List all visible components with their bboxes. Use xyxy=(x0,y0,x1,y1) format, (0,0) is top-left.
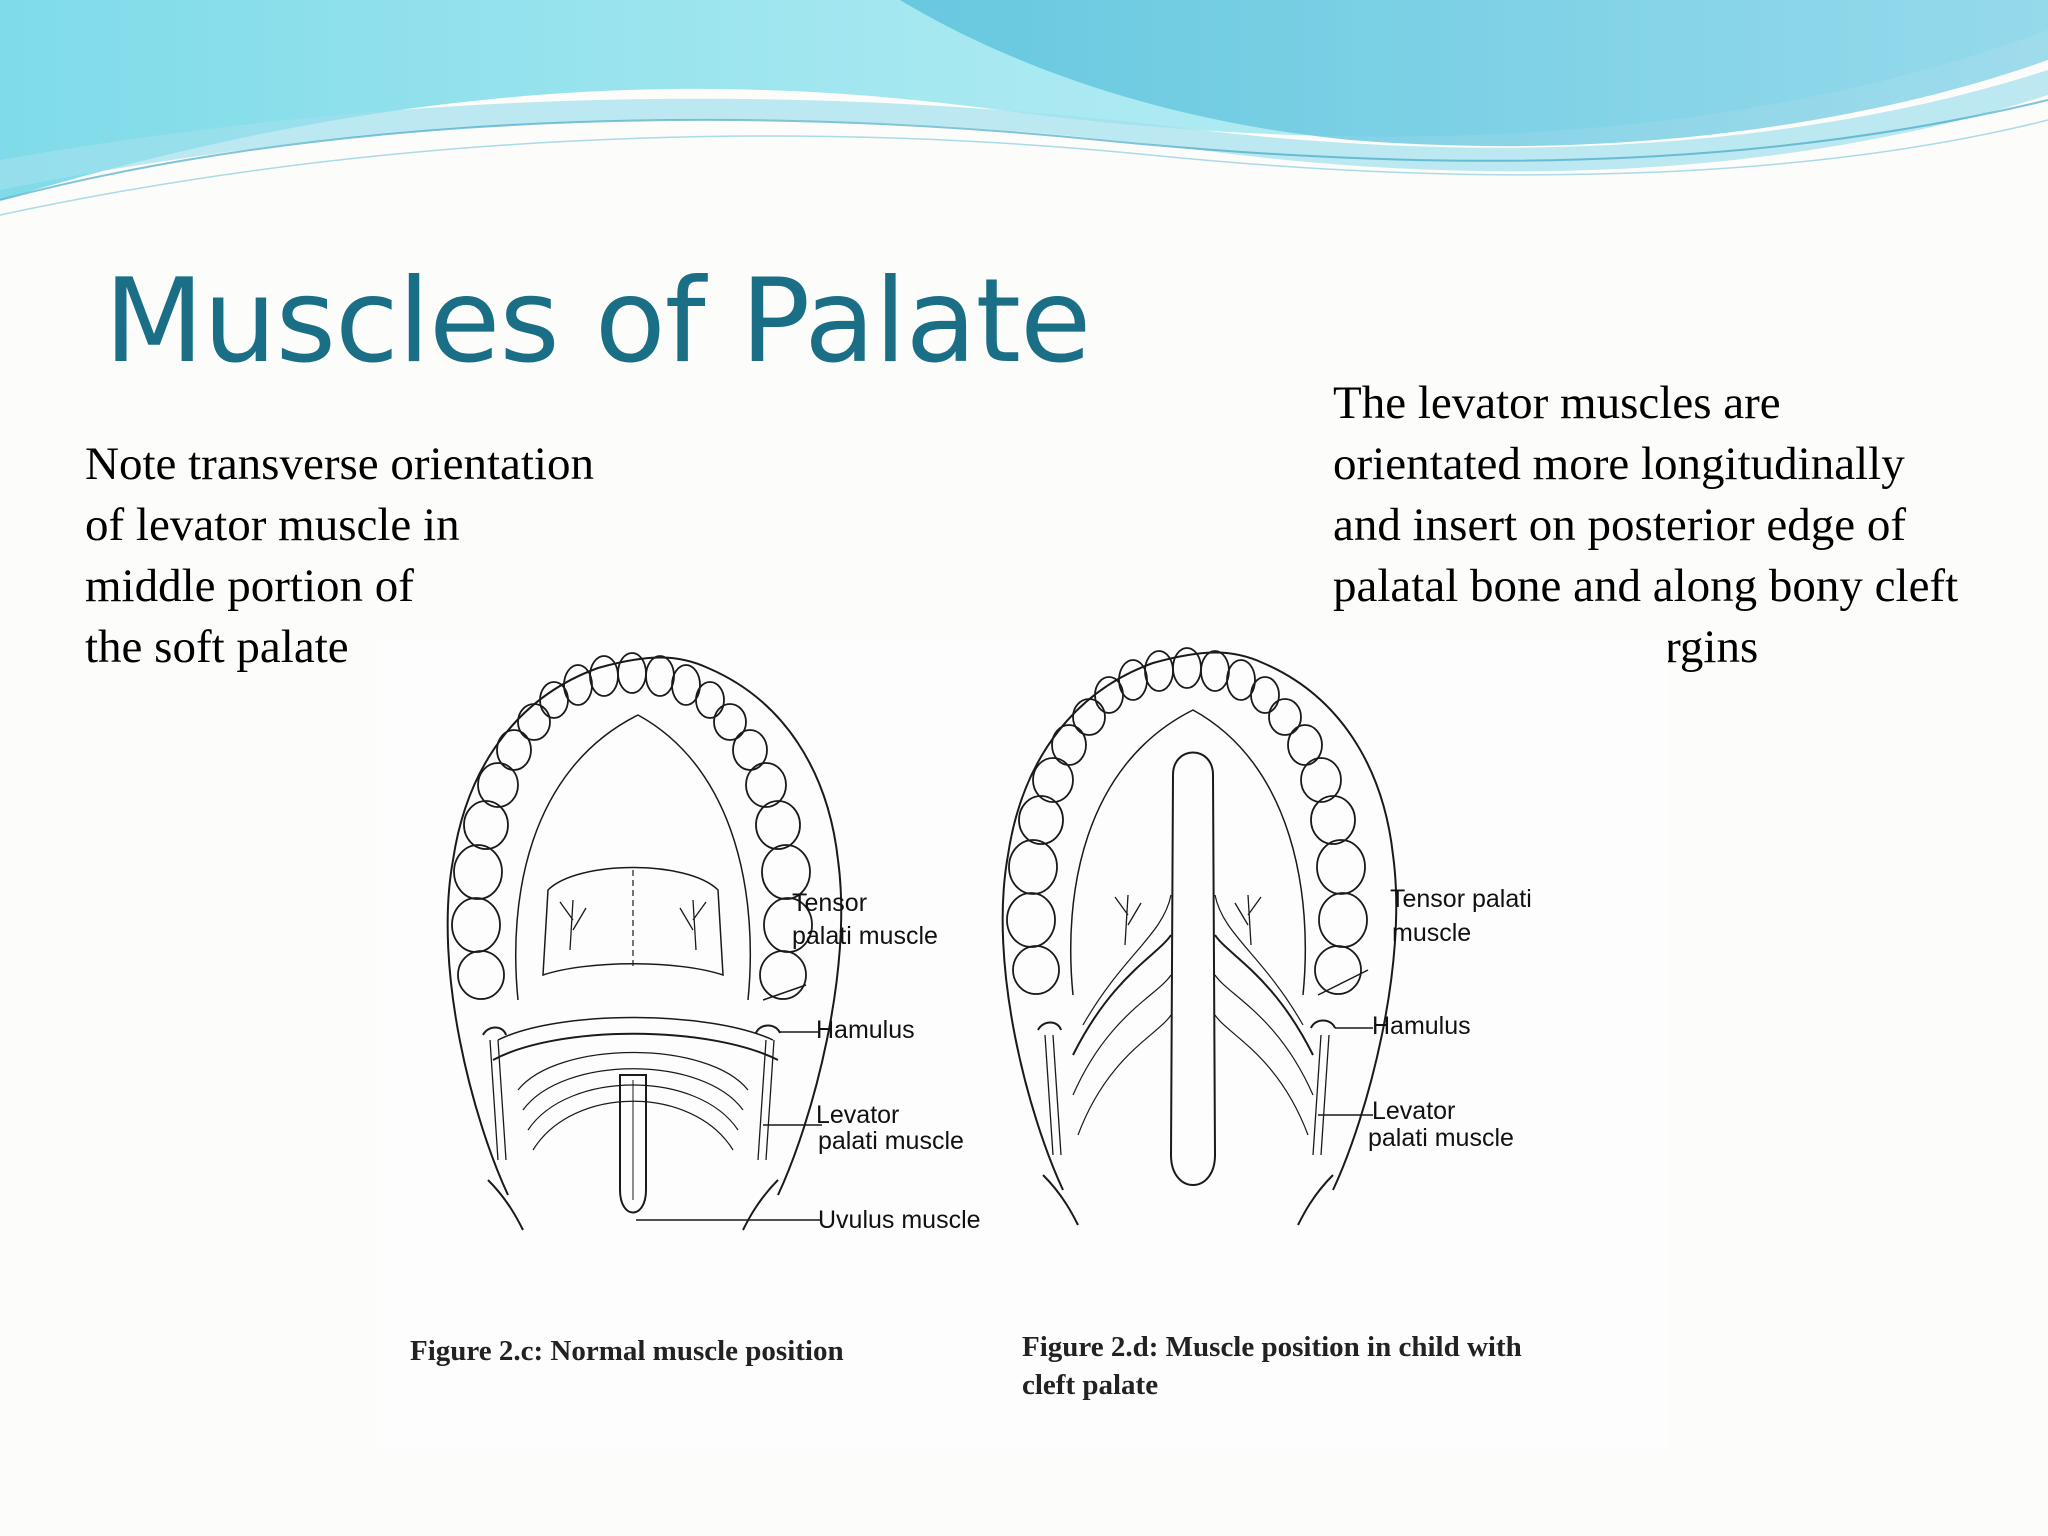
note-right-line: and insert on posterior edge of xyxy=(1333,499,1906,551)
note-right-line: orientated more longitudinally xyxy=(1333,438,1905,490)
figure-c-drawing xyxy=(446,652,843,1231)
palate-illustration xyxy=(446,647,1398,1231)
label-levator-c-2: palati muscle xyxy=(818,1127,964,1155)
label-tensor-d-2: muscle xyxy=(1392,919,1472,947)
label-levator-c: Levator xyxy=(816,1101,900,1129)
label-levator-d-2: palati muscle xyxy=(1368,1124,1514,1152)
slide-title: Muscles of Palate xyxy=(104,254,1091,389)
figure-d-drawing xyxy=(1001,647,1398,1226)
caption-figure-d: Figure 2.d: Muscle position in child wit… xyxy=(1022,1328,1522,1404)
note-right-line: palatal bone and along bony cleft xyxy=(1333,560,1959,612)
note-left-line: Note transverse orientation xyxy=(85,438,594,490)
note-left-line: the soft palate xyxy=(85,621,349,673)
header-wave-decoration xyxy=(0,0,2048,216)
caption-figure-d-line: cleft palate xyxy=(1022,1369,1159,1401)
label-uvulus-c: Uvulus muscle xyxy=(818,1206,981,1234)
label-tensor-c-2: palati muscle xyxy=(792,922,938,950)
note-left-line: middle portion of xyxy=(85,560,414,612)
note-left-line: of levator muscle in xyxy=(85,499,460,551)
caption-figure-d-line: Figure 2.d: Muscle position in child wit… xyxy=(1022,1331,1522,1363)
label-levator-d: Levator xyxy=(1372,1097,1456,1125)
label-tensor-d: Tensor palati xyxy=(1390,885,1532,913)
label-tensor-c: Tensor xyxy=(792,889,868,917)
label-hamulus-c: Hamulus xyxy=(816,1016,915,1044)
caption-figure-c: Figure 2.c: Normal muscle position xyxy=(410,1335,844,1367)
label-hamulus-d: Hamulus xyxy=(1372,1012,1471,1040)
note-right-line: The levator muscles are xyxy=(1333,377,1781,429)
note-left-text: Note transverse orientation of levator m… xyxy=(85,434,685,678)
palate-figures: Tensor palati muscle Hamulus Levator pal… xyxy=(378,640,1668,1450)
note-right-text: The levator muscles are orientated more … xyxy=(1333,373,2033,678)
